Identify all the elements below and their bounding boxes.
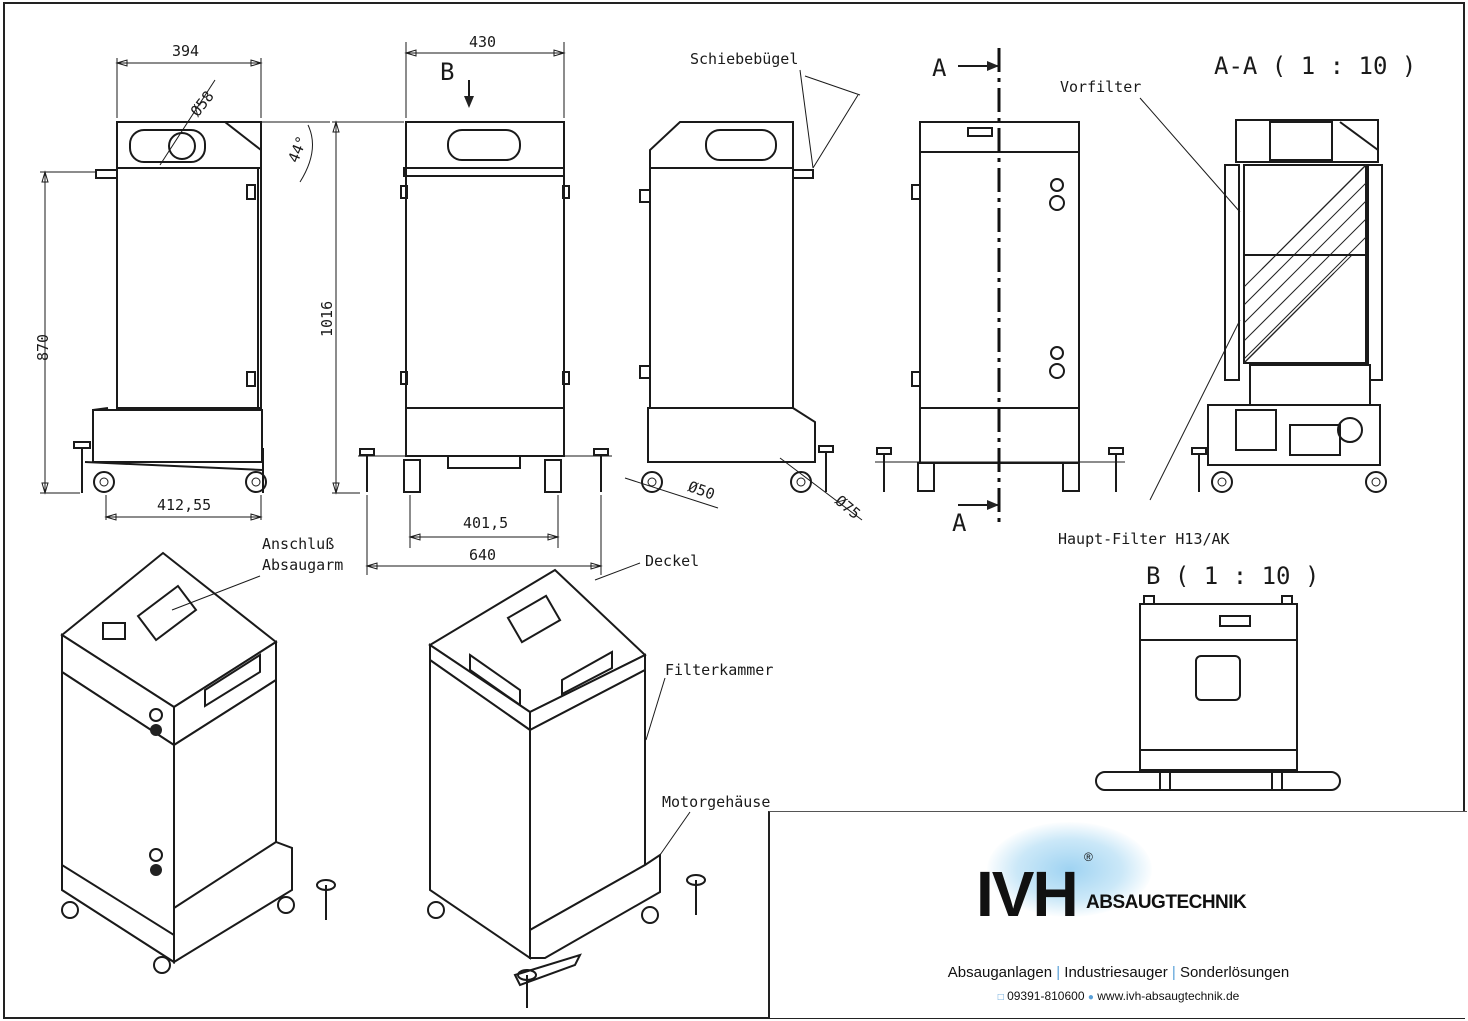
dim-base-412-55: 412,55 xyxy=(157,496,211,514)
dim-wheel-span-401-5: 401,5 xyxy=(463,514,508,532)
hatch-line xyxy=(1243,236,1367,360)
sheet-border xyxy=(3,2,1465,1019)
view-front xyxy=(332,42,612,575)
label-filterkammer: Filterkammer xyxy=(665,661,773,679)
hatch-line xyxy=(1351,164,1367,180)
contact-line: □ 09391-810600 ● www.ivh-absaugtechnik.d… xyxy=(770,989,1467,1003)
dim-diameter-50: Ø50 xyxy=(686,477,718,503)
dim-diameter-58: Ø58 xyxy=(187,87,218,119)
view-b-marker: B xyxy=(440,58,454,86)
dim-height-1016: 1016 xyxy=(318,301,336,337)
label-deckel: Deckel xyxy=(645,552,699,570)
tagline-item: Absauganlagen xyxy=(947,964,1053,981)
title-block: IVH ® ABSAUGTECHNIK Absauganlagen | Indu… xyxy=(768,811,1467,1018)
section-title-a-a: A-A ( 1 : 10 ) xyxy=(1214,52,1416,80)
tagline-separator: | xyxy=(1056,964,1061,981)
company-logo: IVH xyxy=(976,858,1079,930)
hatch-line xyxy=(1243,254,1353,364)
view-side-left xyxy=(40,58,330,521)
website-link[interactable]: www.ivh-absaugtechnik.de xyxy=(1097,989,1240,1003)
view-b-top xyxy=(1095,595,1341,791)
company-tagline: Absauganlagen | Industriesauger | Sonder… xyxy=(770,964,1467,981)
dim-angle-44: 44° xyxy=(284,133,311,165)
label-anschluss-line1: Anschluß xyxy=(262,535,334,553)
label-schiebebuegel: Schiebebügel xyxy=(690,50,798,68)
hatch-line xyxy=(1243,200,1367,324)
view-b-title: B ( 1 : 10 ) xyxy=(1146,562,1319,590)
globe-icon: ● xyxy=(1087,992,1094,1003)
label-vorfilter: Vorfilter xyxy=(1060,78,1141,96)
tagline-separator: | xyxy=(1171,964,1176,981)
phone-icon: □ xyxy=(997,992,1004,1003)
dim-width-394: 394 xyxy=(172,42,199,60)
view-side-right xyxy=(624,69,863,521)
hatch-line xyxy=(1243,182,1367,306)
section-a-a xyxy=(1139,97,1387,501)
label-hauptfilter: Haupt-Filter H13/AK xyxy=(1058,530,1230,548)
section-marker-a-bottom: A xyxy=(952,509,967,537)
isometric-view-right xyxy=(427,562,706,1008)
label-motorgehaeuse: Motorgehäuse xyxy=(662,793,770,811)
hatch-line xyxy=(1243,218,1367,342)
dim-foot-span-640: 640 xyxy=(469,546,496,564)
tagline-item: Sonderlösungen xyxy=(1179,964,1290,981)
dim-width-430: 430 xyxy=(469,33,496,51)
tagline-item: Industriesauger xyxy=(1064,964,1168,981)
phone-number: 09391-810600 xyxy=(1007,989,1085,1003)
company-logo-subtitle: ABSAUGTECHNIK xyxy=(1086,892,1247,913)
dim-height-870: 870 xyxy=(34,334,52,361)
filter-hatching xyxy=(1243,164,1367,364)
registered-mark: ® xyxy=(1084,850,1093,864)
logo-glow xyxy=(987,822,1152,917)
view-back xyxy=(875,48,1125,528)
label-anschluss-line2: Absaugarm xyxy=(262,556,343,574)
isometric-view-left xyxy=(60,551,336,974)
section-marker-a-top: A xyxy=(932,54,947,82)
